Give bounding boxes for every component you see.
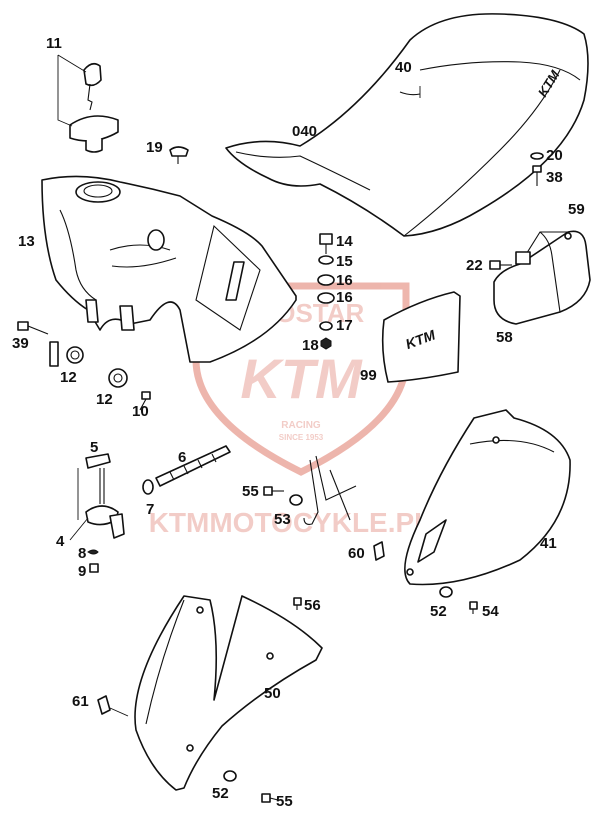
watermark-brand: KTM [240, 347, 363, 410]
part-key [57, 54, 119, 153]
label-14: 14 [336, 233, 353, 250]
part-left-small [17, 321, 151, 411]
part-washer-bolt-20-38 [530, 152, 544, 186]
label-99: 99 [360, 367, 377, 384]
part-bracket-mount [263, 455, 385, 561]
label-040: 040 [292, 123, 317, 140]
part-bolt-stack [317, 233, 335, 350]
part-labels: 11 40 040 19 20 38 13 14 15 16 16 17 18 … [12, 35, 585, 810]
label-41: 41 [540, 535, 557, 552]
label-15: 15 [336, 253, 353, 270]
part-hose [142, 445, 231, 495]
label-10: 10 [132, 403, 149, 420]
label-4: 4 [56, 533, 65, 550]
part-small-hardware [293, 586, 478, 614]
part-side-bag [489, 230, 591, 325]
label-11: 11 [46, 35, 62, 52]
part-fuel-tank [41, 175, 297, 363]
part-seat: KTM [225, 13, 589, 237]
watermark-tagline-bottom: SINCE 1953 [279, 433, 324, 442]
label-59: 59 [568, 201, 585, 218]
label-20: 20 [546, 147, 563, 164]
label-5: 5 [90, 439, 98, 456]
label-22: 22 [466, 257, 483, 274]
label-13: 13 [18, 233, 35, 250]
label-40: 40 [395, 59, 412, 76]
label-16b: 16 [336, 289, 353, 306]
label-18: 18 [302, 337, 319, 354]
part-screw-19 [169, 146, 189, 164]
label-50: 50 [264, 685, 281, 702]
watermark-tagline-top: RACING [281, 420, 321, 431]
label-60: 60 [348, 545, 365, 562]
label-53: 53 [274, 511, 291, 528]
label-52a: 52 [430, 603, 447, 620]
label-55b: 55 [276, 793, 293, 810]
label-38: 38 [546, 169, 563, 186]
label-9: 9 [78, 563, 86, 580]
label-8: 8 [78, 545, 86, 562]
watermark-shield [192, 282, 410, 476]
watermark: DUOSTAR KTM RACING SINCE 1953 KTMMOTOCYK… [149, 282, 432, 538]
label-19: 19 [146, 139, 163, 156]
part-side-cover-right [404, 409, 571, 586]
label-12b: 12 [96, 391, 113, 408]
part-bottom-hardware [223, 770, 279, 803]
label-54: 54 [482, 603, 499, 620]
label-56: 56 [304, 597, 321, 614]
label-39: 39 [12, 335, 29, 352]
watermark-site: KTMMOTOCYKLE.PL [149, 507, 432, 538]
label-17: 17 [336, 317, 353, 334]
label-6: 6 [178, 449, 186, 466]
label-16a: 16 [336, 272, 353, 289]
part-number-plate: KTM [381, 291, 461, 383]
part-fuel-tap [69, 453, 125, 573]
part-side-cover-left [97, 595, 323, 791]
label-55a: 55 [242, 483, 259, 500]
label-52b: 52 [212, 785, 229, 802]
label-61: 61 [72, 693, 89, 710]
label-12a: 12 [60, 369, 77, 386]
label-7: 7 [146, 501, 154, 518]
label-58: 58 [496, 329, 513, 346]
